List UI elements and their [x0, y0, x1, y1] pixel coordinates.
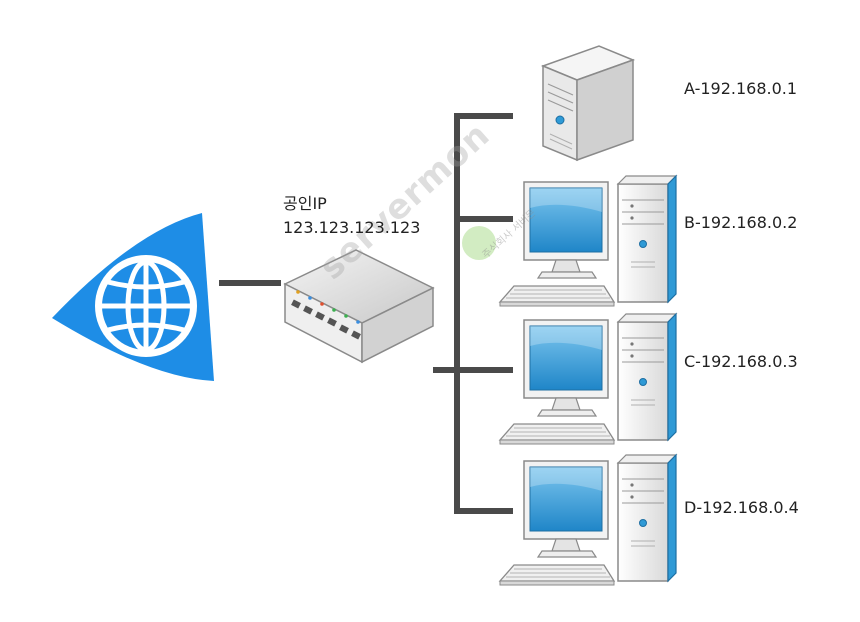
desktop-pc-icon: [499, 313, 677, 445]
host-b-label: B-192.168.0.2: [684, 213, 798, 232]
host-d-label: D-192.168.0.4: [684, 498, 799, 517]
watermark-logo: [462, 226, 496, 260]
host-c-label: C-192.168.0.3: [684, 352, 798, 371]
desktop-pc-icon: [499, 454, 677, 586]
host-a-label: A-192.168.0.1: [684, 79, 798, 98]
public-ip-title: 공인IP: [283, 194, 327, 213]
globe-icon: [52, 213, 214, 381]
router-switch-icon: [283, 249, 435, 364]
desktop-pc-icon: [499, 175, 677, 307]
public-ip-address: 123.123.123.123: [283, 218, 421, 237]
server-icon: [540, 45, 636, 162]
network-links: [219, 113, 513, 514]
